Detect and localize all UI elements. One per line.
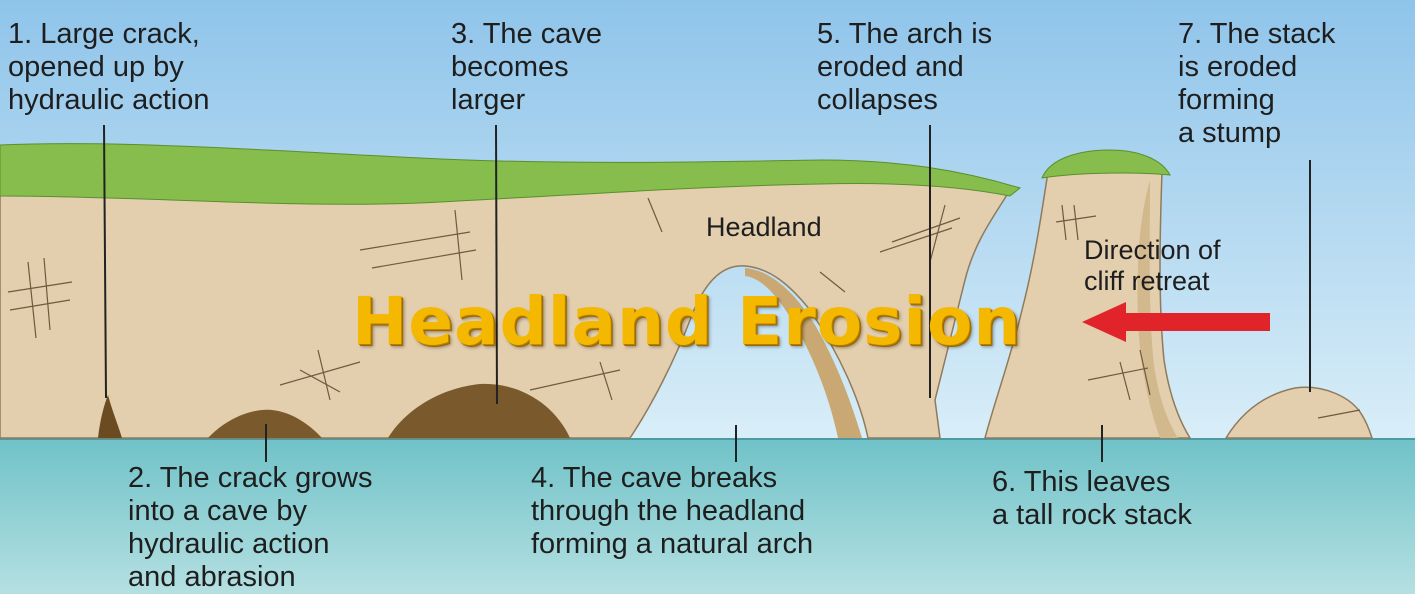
label-step7: 7. The stack is eroded forming a stump [1178,18,1335,150]
label-headland: Headland [706,212,822,243]
label-step1: 1. Large crack, opened up by hydraulic a… [8,18,210,117]
leader-step3 [496,125,497,404]
diagram-title: Headland Erosion [352,282,1021,362]
label-step6: 6. This leaves a tall rock stack [992,466,1192,532]
label-direction: Direction of cliff retreat [1084,235,1221,297]
label-step3: 3. The cave becomes larger [451,18,602,117]
label-step2: 2. The crack grows into a cave by hydrau… [128,462,372,594]
label-step5: 5. The arch is eroded and collapses [817,18,992,117]
label-step4: 4. The cave breaks through the headland … [531,462,813,561]
